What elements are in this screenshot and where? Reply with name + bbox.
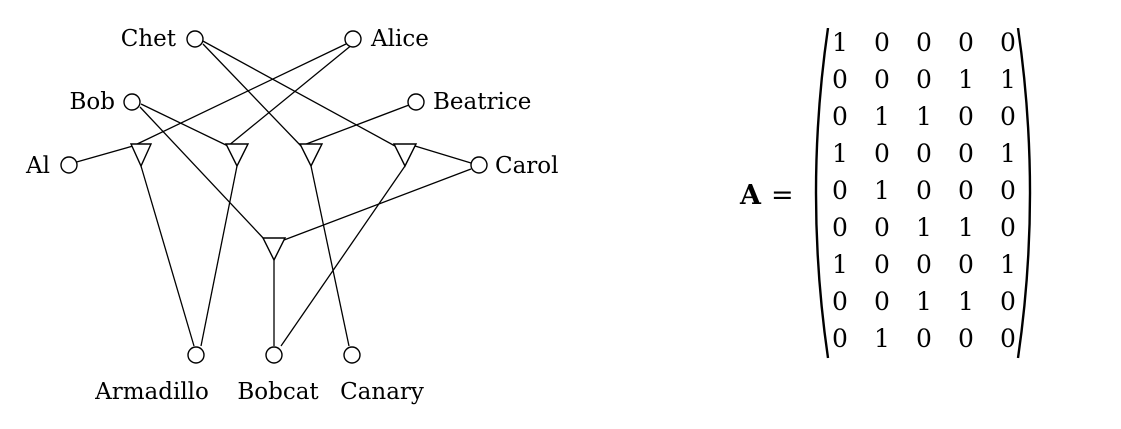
matrix-cell: 0: [916, 65, 932, 94]
matrix-cell: 0: [832, 287, 848, 316]
matrix-cell: 0: [832, 176, 848, 205]
junction-triangle: [261, 237, 287, 262]
edge: [310, 165, 350, 347]
matrix-cell: 1: [874, 102, 890, 131]
matrix-cell: 1: [958, 65, 974, 94]
edge: [200, 39, 396, 147]
node-al: [60, 156, 78, 174]
label-beatrice: Beatrice: [433, 89, 531, 115]
junctions: [129, 143, 418, 262]
matrix-cell: 0: [958, 250, 974, 279]
matrix-symbol: A: [740, 180, 761, 211]
junction-triangle: [392, 143, 418, 168]
equals-sign: =: [770, 180, 794, 211]
matrix-cell: 0: [916, 139, 932, 168]
matrix-cell: 1: [832, 250, 848, 279]
matrix-cell: 0: [832, 324, 848, 353]
matrix-cell: 1: [1000, 250, 1016, 279]
matrix-cell: 1: [874, 176, 890, 205]
edge: [65, 145, 134, 166]
matrix-cell: 0: [832, 65, 848, 94]
hypergraph-diagram: Chet Alice Bob Beatrice Al Carol Armadil…: [25, 26, 559, 405]
label-chet: Chet: [121, 26, 177, 52]
matrix-cell: 0: [1000, 324, 1016, 353]
matrix-cell: 1: [916, 287, 932, 316]
matrix-cell: 0: [958, 139, 974, 168]
matrix-cell: 1: [958, 287, 974, 316]
matrix-cell: 1: [958, 213, 974, 242]
matrix-cell: 0: [916, 250, 932, 279]
matrix-cell: 0: [874, 139, 890, 168]
junction-triangle: [129, 143, 153, 168]
node-bobcat: [265, 346, 283, 364]
matrix-cell: 0: [916, 176, 932, 205]
edge: [414, 145, 472, 164]
matrix-cell: 0: [958, 176, 974, 205]
matrix-cell: 0: [958, 28, 974, 57]
label-alice: Alice: [370, 26, 429, 52]
label-bobcat: Bobcat: [237, 379, 319, 405]
matrix-cell: 1: [1000, 65, 1016, 94]
matrix-brackets: [814, 28, 1032, 359]
matrix-label: A=: [740, 178, 794, 214]
edge: [300, 104, 410, 147]
matrix-cell: 0: [874, 28, 890, 57]
edge: [280, 165, 406, 347]
matrix-cell: 0: [1000, 102, 1016, 131]
edge: [139, 106, 266, 241]
node-canary: [343, 346, 361, 364]
label-al: Al: [25, 153, 50, 179]
matrix-cell: 0: [1000, 213, 1016, 242]
edge: [140, 165, 195, 347]
matrix-cell: 0: [1000, 287, 1016, 316]
label-armadillo: Armadillo: [94, 379, 209, 405]
matrix-cell: 0: [916, 28, 932, 57]
matrix-cell: 0: [874, 65, 890, 94]
edge: [200, 165, 238, 347]
edge: [227, 43, 354, 147]
node-alice: [344, 30, 362, 48]
matrix-cell: 1: [916, 213, 932, 242]
node-bob: [123, 93, 141, 111]
right-paren: [1016, 28, 1032, 359]
matrix-cell: 1: [874, 324, 890, 353]
matrix-cell: 0: [1000, 176, 1016, 205]
label-bob: Bob: [70, 89, 115, 115]
matrix-cell: 0: [832, 102, 848, 131]
matrix-cell: 0: [832, 213, 848, 242]
matrix-cell: 0: [874, 213, 890, 242]
nodes: [60, 30, 488, 364]
matrix-cell: 0: [958, 324, 974, 353]
node-chet: [186, 30, 204, 48]
node-carol: [470, 156, 488, 174]
matrix-cell: 1: [832, 28, 848, 57]
node-beatrice: [407, 93, 425, 111]
edge: [132, 43, 347, 147]
matrix-cell: 0: [958, 102, 974, 131]
label-canary: Canary: [340, 379, 424, 405]
left-paren: [814, 28, 830, 359]
edge: [283, 168, 472, 241]
junction-triangle: [298, 143, 324, 168]
matrix-cell: 1: [916, 102, 932, 131]
matrix-cell: 1: [832, 139, 848, 168]
edges: [65, 39, 472, 347]
node-armadillo: [187, 346, 205, 364]
edge: [140, 103, 229, 147]
label-carol: Carol: [495, 153, 559, 179]
matrix-cell: 0: [874, 287, 890, 316]
matrix-cell: 0: [1000, 28, 1016, 57]
matrix-cell: 0: [874, 250, 890, 279]
edge: [202, 43, 302, 147]
matrix-cell: 1: [1000, 139, 1016, 168]
matrix-cell: 0: [916, 324, 932, 353]
junction-triangle: [224, 143, 250, 168]
